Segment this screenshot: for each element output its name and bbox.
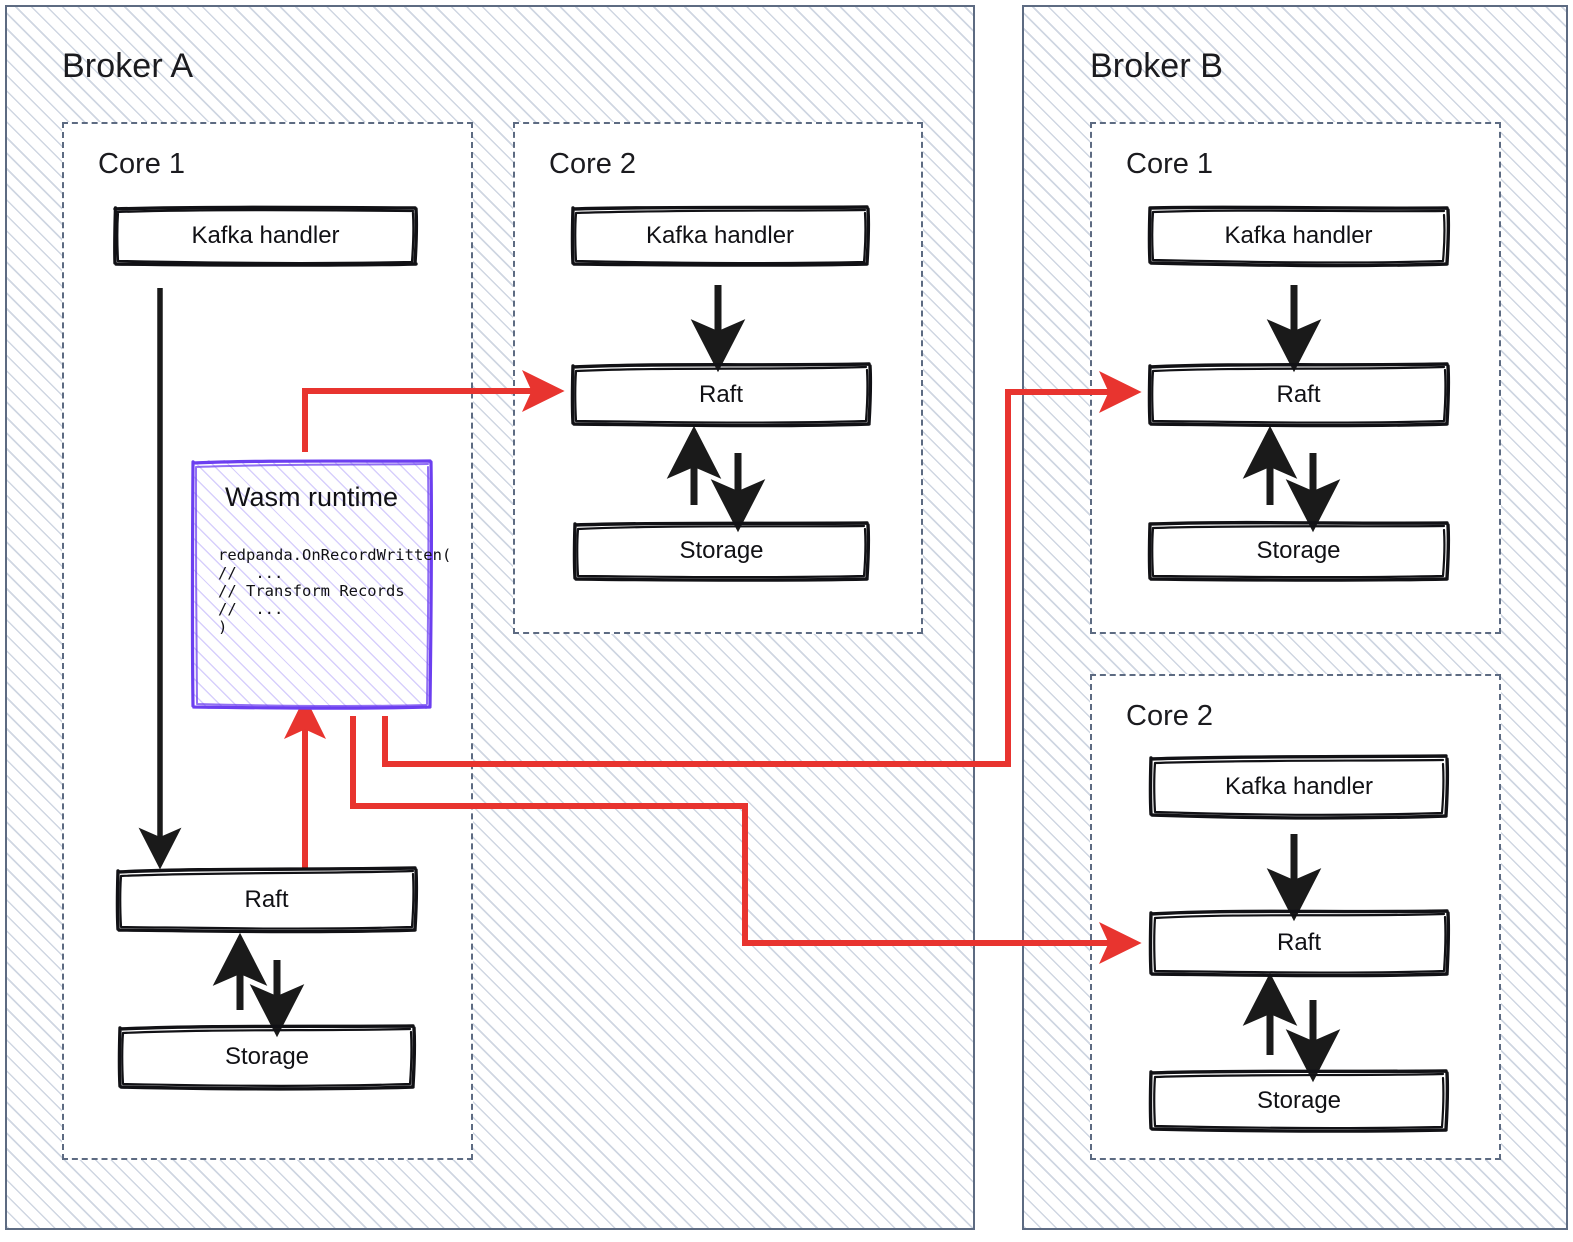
- broker-a-label: Broker A: [62, 47, 194, 85]
- broker-a-core-1-label: Core 1: [98, 148, 186, 180]
- bb-c2-raft-box[interactable]: Raft: [1148, 908, 1451, 978]
- wasm-runtime-code: redpanda.OnRecordWritten( // ... // Tran…: [218, 546, 452, 636]
- bb-c2-storage-box[interactable]: Storage: [1148, 1068, 1450, 1134]
- bb-c1-kafka-handler-box[interactable]: Kafka handler: [1147, 205, 1451, 268]
- ba-c1-raft-box[interactable]: Raft: [115, 866, 419, 934]
- ba-c1-kafka-handler-box[interactable]: Kafka handler: [113, 205, 419, 267]
- ba-c2-storage-box[interactable]: Storage: [572, 520, 871, 582]
- ba-c2-raft-box[interactable]: Raft: [570, 362, 873, 428]
- broker-b-core-1-label: Core 1: [1126, 148, 1214, 180]
- ba-c1-storage-box[interactable]: Storage: [117, 1023, 417, 1091]
- broker-b-label: Broker B: [1090, 47, 1224, 85]
- bb-c2-kafka-handler-box[interactable]: Kafka handler: [1148, 754, 1450, 820]
- broker-b-core-2-label: Core 2: [1126, 700, 1214, 732]
- ba-c2-kafka-handler-box[interactable]: Kafka handler: [570, 205, 871, 267]
- ba-c1-wasm-runtime-box[interactable]: Wasm runtime redpanda.OnRecordWritten( /…: [190, 458, 451, 711]
- bb-c1-storage-box[interactable]: Storage: [1147, 520, 1451, 582]
- wasm-hatch-fill: [192, 460, 431, 709]
- wasm-runtime-title: Wasm runtime: [224, 482, 399, 512]
- bb-c1-raft-box[interactable]: Raft: [1147, 362, 1451, 428]
- broker-a-core-2-label: Core 2: [549, 148, 637, 180]
